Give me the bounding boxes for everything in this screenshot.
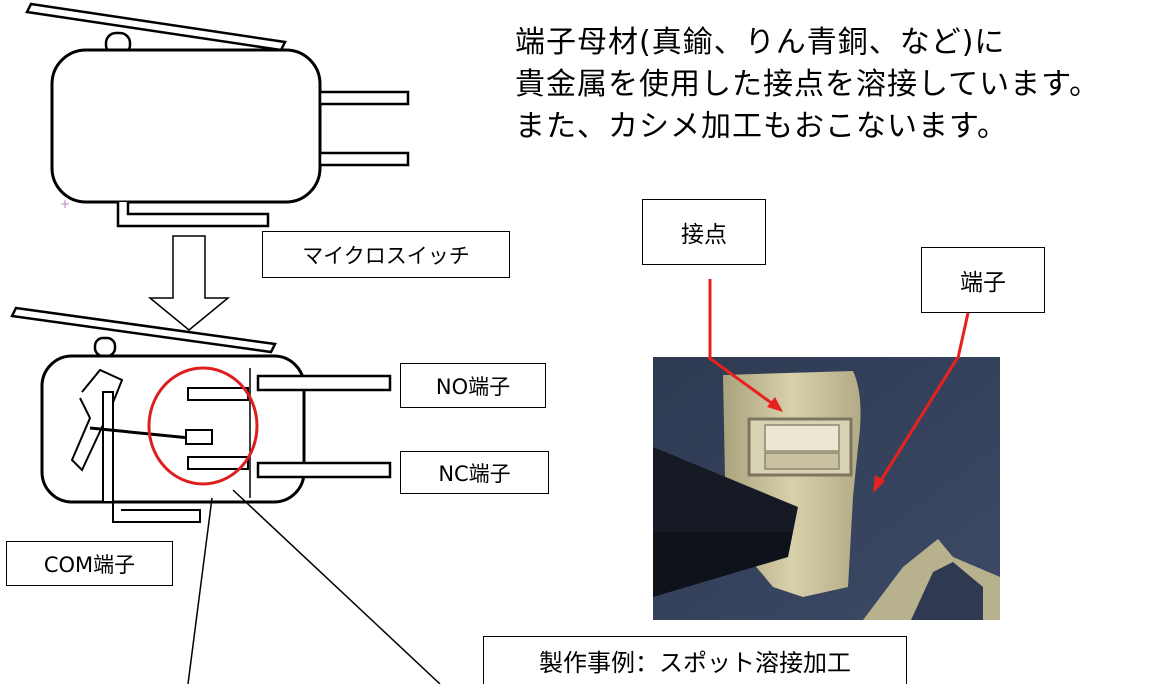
- contact-label: 接点: [642, 199, 766, 265]
- microswitch-drawing-internal: [10, 306, 392, 523]
- microswitch-label: マイクロスイッチ: [262, 231, 510, 278]
- description-line: 端子母材(真鍮、りん青銅、など)に: [515, 25, 1006, 60]
- microswitch-drawing-top: +: [25, 2, 410, 228]
- com-terminal-label: COM端子: [6, 541, 173, 586]
- spot-welding-photo: [653, 357, 1000, 620]
- caption-label: 製作事例：スポット溶接加工: [483, 636, 907, 684]
- description-line: また、カシメ加工もおこないます。: [515, 109, 1008, 144]
- description-text: 端子母材(真鍮、りん青銅、など)に 貴金属を使用した接点を溶接しています。 また…: [515, 22, 1100, 148]
- svg-text:+: +: [60, 197, 70, 211]
- nc-terminal-label: NC端子: [400, 451, 549, 494]
- description-line: 貴金属を使用した接点を溶接しています。: [515, 67, 1101, 102]
- down-arrow: [147, 235, 231, 331]
- no-terminal-label: NO端子: [400, 363, 546, 408]
- terminal-label: 端子: [921, 247, 1045, 313]
- highlight-circle: [147, 366, 259, 486]
